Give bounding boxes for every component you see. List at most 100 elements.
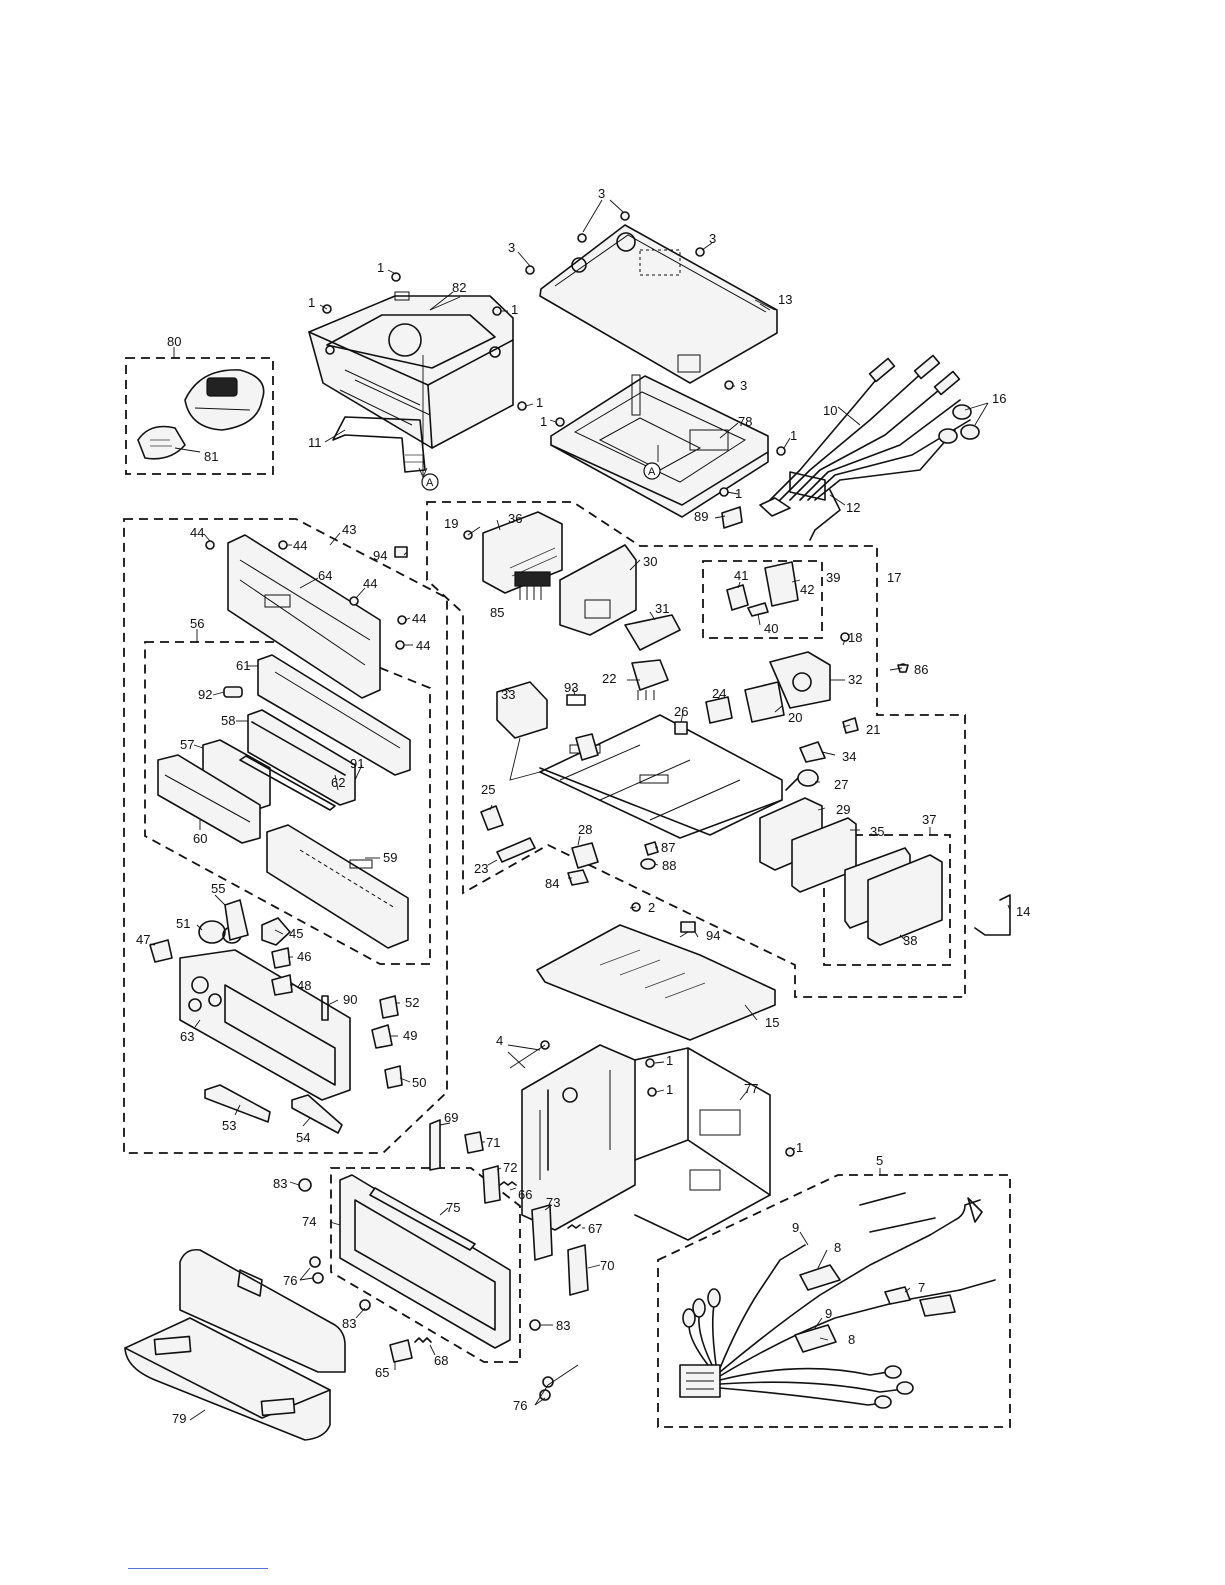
- cd-mechanism-82: [308, 291, 514, 449]
- strip-62: [239, 755, 336, 811]
- part-87: [644, 841, 659, 856]
- gear-45: [261, 917, 291, 946]
- switch-50: [384, 1065, 403, 1089]
- bracket-14: [974, 894, 1011, 936]
- callout-labels: 3 3 3 3 13 1 1 1 1 1 1 1 82 78 89 11 10 …: [136, 186, 1030, 1426]
- connector-24: [705, 696, 733, 724]
- callout-49: 49: [403, 1028, 417, 1043]
- callout-88: 88: [662, 858, 676, 873]
- carry-case-79: [124, 1248, 346, 1441]
- part-93: [566, 694, 586, 706]
- transformer: [575, 733, 599, 761]
- callout-9: 9: [825, 1306, 832, 1321]
- leader-lines: [149, 199, 1011, 1421]
- callout-4: 4: [496, 1033, 503, 1048]
- lcd-holder-61: [257, 654, 411, 776]
- callout-45: 45: [289, 926, 303, 941]
- bracket-31: [624, 614, 681, 651]
- callout-69: 69: [444, 1110, 458, 1125]
- connector-20: [744, 681, 785, 723]
- callout-44: 44: [412, 611, 426, 626]
- callout-26: 26: [674, 704, 688, 719]
- part-26: [674, 721, 688, 735]
- callout-72: 72: [503, 1160, 517, 1175]
- callout-79: 79: [172, 1411, 186, 1426]
- callout-46: 46: [297, 949, 311, 964]
- group-box-5: [657, 1174, 1011, 1428]
- plate-70: [567, 1244, 589, 1296]
- callout-85: 85: [490, 605, 504, 620]
- part-21: [842, 717, 859, 734]
- callout-24: 24: [712, 686, 726, 701]
- callout-41: 41: [734, 568, 748, 583]
- ic-85: [514, 571, 551, 600]
- callout-73: 73: [546, 1195, 560, 1210]
- callout-9: 9: [792, 1220, 799, 1235]
- part-34: [799, 741, 826, 763]
- callout-23: 23: [474, 861, 488, 876]
- callout-82: 82: [452, 280, 466, 295]
- callout-50: 50: [412, 1075, 426, 1090]
- callout-31: 31: [655, 601, 669, 616]
- part-86: [897, 664, 909, 673]
- callout-1: 1: [377, 260, 384, 275]
- bracket-42: [764, 561, 799, 607]
- callout-18: 18: [848, 630, 862, 645]
- callout-8: 8: [834, 1240, 841, 1255]
- callout-55: 55: [211, 881, 225, 896]
- part-89: [721, 506, 743, 529]
- part-94a: [394, 546, 408, 558]
- strip-90: [321, 995, 329, 1021]
- callout-39: 39: [826, 570, 840, 585]
- callout-90: 90: [343, 992, 357, 1007]
- callout-52: 52: [405, 995, 419, 1010]
- callout-3: 3: [709, 231, 716, 246]
- part-28: [571, 842, 599, 869]
- callout-94: 94: [373, 548, 387, 563]
- callout-78: 78: [738, 414, 752, 429]
- group-box-37: [823, 834, 951, 966]
- callout-34: 34: [842, 749, 856, 764]
- callout-21: 21: [866, 722, 880, 737]
- bracket-38: [867, 854, 943, 946]
- callout-10: 10: [823, 403, 837, 418]
- connector-25: [480, 805, 504, 831]
- callout-8: 8: [848, 1332, 855, 1347]
- callout-66: 66: [518, 1187, 532, 1202]
- callout-37: 37: [922, 812, 936, 827]
- flat-cable-11: [332, 416, 426, 473]
- bracket-30: [559, 544, 637, 636]
- callout-64: 64: [318, 568, 332, 583]
- callout-61: 61: [236, 658, 250, 673]
- connector-22: [631, 659, 669, 700]
- callout-3: 3: [598, 186, 605, 201]
- callout-20: 20: [788, 710, 802, 725]
- group-box-43: [123, 518, 448, 1154]
- remote-holder-80: [184, 369, 265, 431]
- callout-3: 3: [508, 240, 515, 255]
- part-84: [567, 869, 589, 886]
- callout-43: 43: [342, 522, 356, 537]
- spring-68: [414, 1337, 432, 1343]
- button-strip-53: [204, 1084, 271, 1123]
- callout-53: 53: [222, 1118, 236, 1133]
- part-88: [640, 858, 656, 870]
- callout-77: 77: [744, 1081, 758, 1096]
- callout-1: 1: [735, 486, 742, 501]
- callout-44: 44: [190, 525, 204, 540]
- side-bracket-4: [521, 1044, 636, 1231]
- callout-94: 94: [706, 928, 720, 943]
- part-94b: [680, 921, 696, 933]
- callout-35: 35: [870, 824, 884, 839]
- callout-58: 58: [221, 713, 235, 728]
- callout-25: 25: [481, 782, 495, 797]
- spring-66: [499, 1181, 517, 1186]
- bracket-32: [769, 651, 831, 709]
- callout-70: 70: [600, 1258, 614, 1273]
- callout-28: 28: [578, 822, 592, 837]
- callout-40: 40: [764, 621, 778, 636]
- callout-1: 1: [511, 302, 518, 317]
- shield-sheet-15: [536, 924, 776, 1041]
- chassis-78: A: [550, 374, 769, 518]
- top-plate-13: [539, 224, 778, 384]
